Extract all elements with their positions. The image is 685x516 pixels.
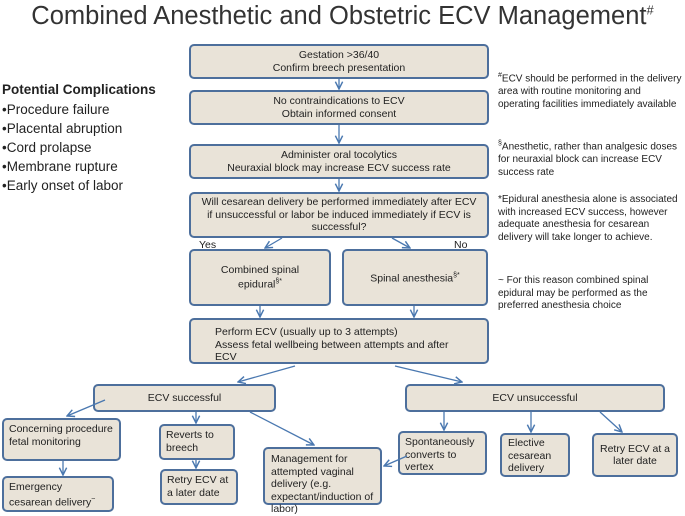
- reverts-to-breech-box: Reverts to breech: [159, 424, 235, 460]
- ecv-successful-box: ECV successful: [93, 384, 276, 412]
- arrow: [67, 399, 106, 416]
- combined-spinal-epidural-box: Combined spinal epidural§*: [189, 249, 331, 306]
- note-star: *Epidural anesthesia alone is associated…: [498, 194, 678, 243]
- note-tilde: ~ For this reason combined spinal epidur…: [498, 275, 649, 312]
- note-section: §Anesthetic, rather than analgesic doses…: [498, 140, 678, 178]
- arrow: [249, 411, 314, 445]
- retry-ecv-box-left: Retry ECV at a later date: [160, 469, 238, 505]
- arrow: [599, 411, 622, 432]
- arrow: [391, 237, 410, 248]
- arrow: [265, 237, 283, 248]
- no-label: No: [454, 239, 468, 251]
- retry-ecv-box-right: Retry ECV at a later date: [592, 433, 678, 477]
- complication-item: •Membrane rupture: [2, 159, 118, 174]
- complication-item: •Procedure failure: [2, 102, 110, 117]
- perform-ecv-box: Perform ECV (usually up to 3 attempts)As…: [189, 318, 489, 364]
- complication-item: •Placental abruption: [2, 121, 123, 136]
- arrow: [394, 365, 462, 382]
- elective-cesarean-box: Elective cesarean delivery: [500, 433, 570, 477]
- arrow: [384, 455, 408, 466]
- complications-list: •Procedure failure •Placental abruption …: [2, 100, 123, 195]
- arrow: [238, 365, 296, 382]
- page-title: Combined Anesthetic and Obstetric ECV Ma…: [31, 2, 654, 30]
- decision-box: Will cesarean delivery be performed imme…: [189, 192, 489, 238]
- complications-heading: Potential Complications: [2, 82, 156, 97]
- note-hash: #ECV should be performed in the delivery…: [498, 72, 682, 110]
- complication-item: •Early onset of labor: [2, 178, 124, 193]
- emergency-cesarean-box: Emergency cesarean delivery~: [2, 476, 114, 512]
- complication-item: •Cord prolapse: [2, 140, 92, 155]
- yes-label: Yes: [199, 239, 217, 251]
- concerning-monitoring-box: Concerning procedure fetal monitoring: [2, 418, 121, 461]
- spinal-anesthesia-box: Spinal anesthesia§*: [342, 249, 488, 306]
- vaginal-delivery-box: Management for attempted vaginal deliver…: [263, 447, 382, 515]
- ecv-unsuccessful-box: ECV unsuccessful: [405, 384, 665, 412]
- spontaneous-vertex-box: Spontaneously converts to vertex: [398, 431, 487, 475]
